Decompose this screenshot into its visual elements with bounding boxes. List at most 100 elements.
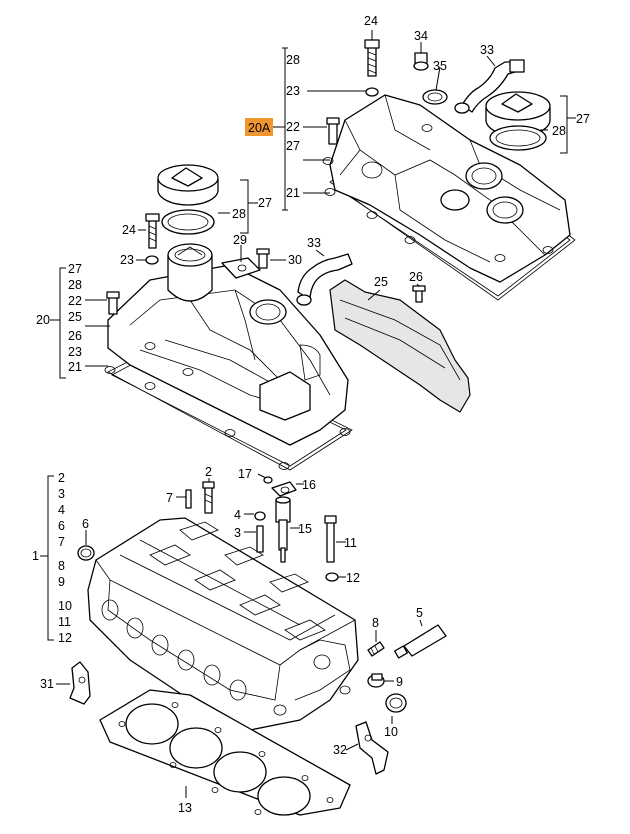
seal-35 [422,89,448,105]
callout-13: 13 [178,801,192,815]
upper-cover-port [465,162,503,190]
middle-valve-cover-assembly [104,243,353,471]
callout-28: 28 [286,53,300,67]
callout-labels: 24 34 33 35 28 23 20A 22 27 21 27 28 27 … [32,14,590,815]
callout-33: 33 [480,43,494,57]
screw-30 [256,248,270,269]
callout-25: 25 [68,310,82,324]
callout-3: 3 [234,526,241,540]
highlight-box-20a [245,118,273,136]
stud-8 [367,641,385,657]
callout-21: 21 [68,360,82,374]
stud-22-left [106,291,120,315]
callout-35: 35 [433,59,447,73]
callout-20: 20 [36,313,50,327]
callout-17: 17 [238,467,252,481]
injector-15 [275,496,291,563]
callout-6: 6 [58,519,65,533]
callout-2: 2 [58,471,65,485]
middle-leader-lines [50,179,420,379]
callout-27: 27 [258,196,272,210]
callout-11: 11 [58,615,71,629]
heat-shield-25 [329,279,471,413]
seal-ring-6 [77,545,95,561]
bracket-32 [355,721,389,775]
callout-23: 23 [286,84,300,98]
callout-7: 7 [58,535,65,549]
callout-23: 23 [120,253,134,267]
callout-11: 11 [344,536,357,550]
callout-22: 22 [68,294,82,308]
callout-26: 26 [68,329,82,343]
upper-leader-lines [273,30,576,211]
callout-29: 29 [233,233,247,247]
bracket-31 [69,661,91,705]
callout-10: 10 [58,599,72,613]
callout-21: 21 [286,186,300,200]
callout-10: 10 [384,725,398,739]
callout-2: 2 [205,465,212,479]
breather-hose-33-left [296,253,353,306]
callout-12: 12 [58,631,72,645]
top-bolt-24 [364,39,380,97]
callout-8: 8 [372,616,379,630]
plug-34 [413,52,429,71]
callout-23: 23 [68,345,82,359]
callout-33: 33 [307,236,321,250]
cylinder-head-body [87,517,359,731]
upper-cover-port [486,196,524,224]
bolt-2 [202,481,215,514]
callout-3: 3 [58,487,65,501]
top-stud-22 [326,117,340,145]
oil-filler-cap-top [485,91,551,151]
callout-25: 25 [374,275,388,289]
callout-1: 1 [32,549,39,563]
callout-28: 28 [232,207,246,221]
callout-4: 4 [58,503,65,517]
callout-27: 27 [576,112,590,126]
upper-cover-port [440,189,470,211]
callout-8: 8 [58,559,65,573]
callout-20a: 20A [248,121,271,135]
lower-leader-lines [40,473,423,798]
callout-5: 5 [416,606,423,620]
breather-hose-33-top [454,59,525,114]
callout-34: 34 [414,29,428,43]
callout-22: 22 [286,120,300,134]
bracket-29 [221,257,261,279]
callout-16: 16 [302,478,316,492]
upper-valve-cover-assembly [322,94,576,301]
head-gasket-13 [99,689,351,816]
washer-4-stud-3 [254,511,266,553]
washer-12 [325,572,339,582]
callout-6: 6 [82,517,89,531]
upper-valve-cover [329,94,571,283]
callout-24: 24 [364,14,378,28]
callout-9: 9 [396,675,403,689]
callout-31: 31 [40,677,54,691]
callout-24: 24 [122,223,136,237]
callout-9: 9 [58,575,65,589]
callout-26: 26 [409,270,423,284]
cylinder-head [87,517,359,731]
pin-7 [185,489,192,509]
callout-12: 12 [346,571,360,585]
nozzle-17-16 [263,476,297,497]
sealant-tube-5 [394,624,447,659]
bolt-11 [324,515,337,563]
callout-27: 27 [68,262,82,276]
plug-9 [367,673,385,688]
middle-valve-cover [107,264,349,446]
callout-4: 4 [234,508,241,522]
callout-30: 30 [288,253,302,267]
callout-28: 28 [552,124,566,138]
callout-15: 15 [298,522,312,536]
oil-filler-cap-left [157,164,219,235]
callout-7: 7 [166,491,173,505]
seal-ring-10 [385,693,407,713]
callout-28: 28 [68,278,82,292]
callout-27: 27 [286,139,300,153]
callout-32: 32 [333,743,347,757]
bolt-24-left [145,213,160,265]
